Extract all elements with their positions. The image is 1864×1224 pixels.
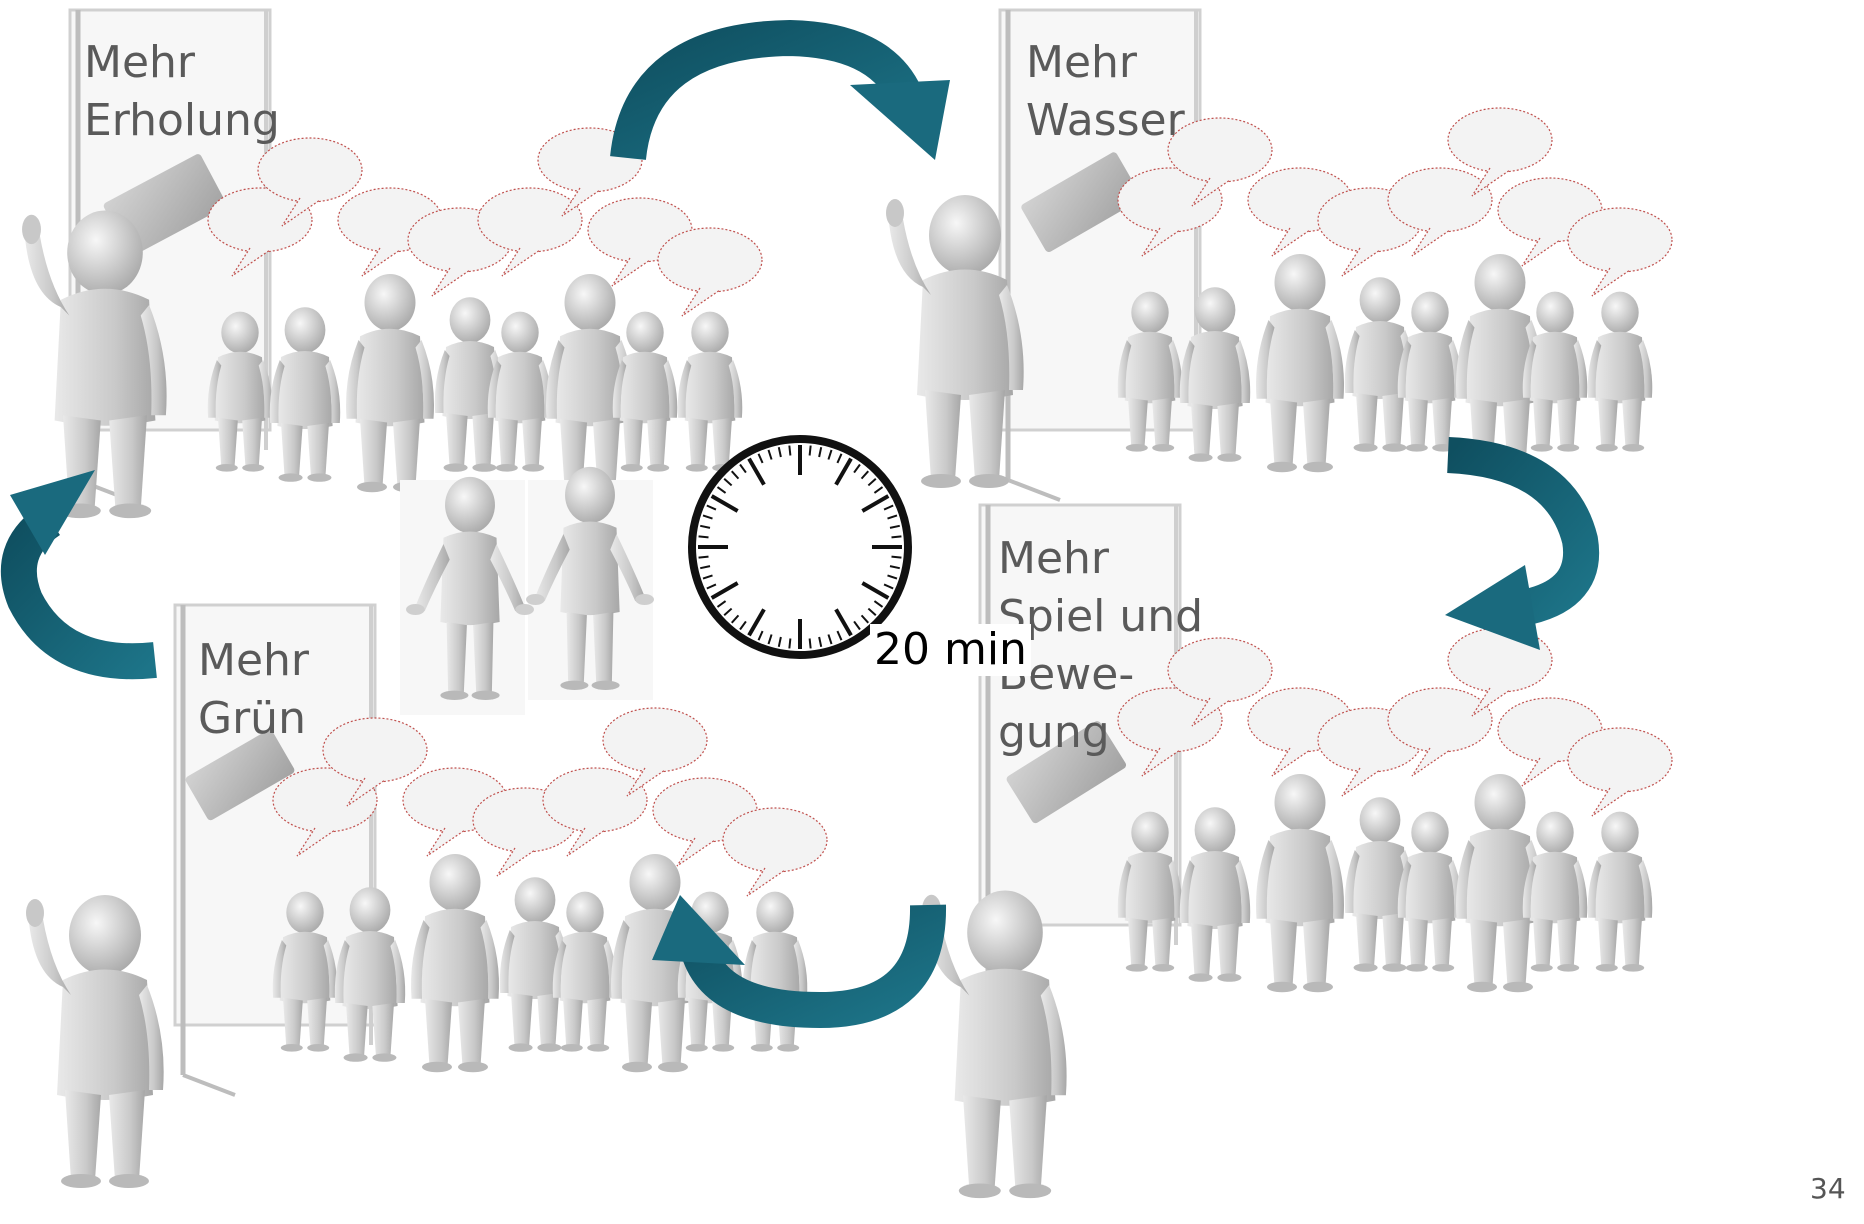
station-gruen: [26, 605, 827, 1188]
page-number: 34: [1810, 1172, 1846, 1205]
timer-label: 20 min: [870, 624, 1031, 676]
eraser-icon: [1021, 152, 1142, 253]
discussion-figures: [400, 466, 654, 715]
stopwatch-icon: [688, 435, 912, 659]
station-label-gruen: Mehr Grün: [198, 635, 310, 744]
eraser-icon: [185, 729, 295, 821]
arrow-right: [1445, 437, 1600, 650]
station-wasser: [886, 10, 1672, 500]
arrow-top: [610, 19, 950, 161]
arrow-left: [0, 470, 157, 680]
station-erholung: [22, 10, 762, 519]
station-label-wasser: Mehr Wasser: [1026, 37, 1185, 146]
station-spiel-und-bewegung: [922, 505, 1672, 1199]
eraser-icon: [1006, 721, 1127, 824]
arrow-bottom: [652, 895, 947, 1029]
station-label-erholung: Mehr Erholung: [84, 37, 280, 146]
